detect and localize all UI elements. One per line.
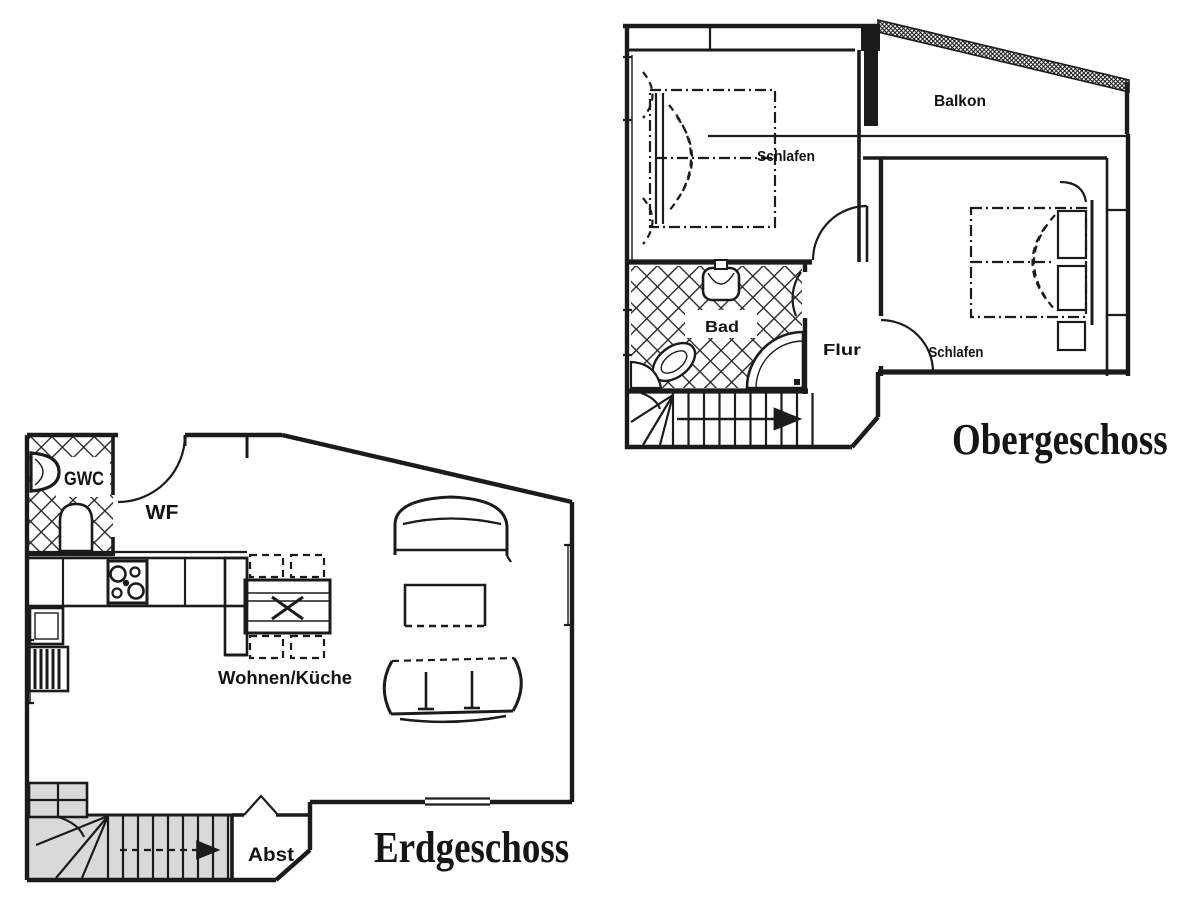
bad-shower bbox=[745, 330, 805, 390]
bad-bidet bbox=[629, 360, 663, 390]
abst-label: Abst bbox=[248, 845, 295, 866]
og-outer-walls bbox=[623, 23, 880, 449]
eg-dining bbox=[243, 553, 332, 660]
og-right-wall bbox=[863, 134, 1131, 376]
bad-sink bbox=[701, 259, 741, 302]
eg-stair-fill bbox=[29, 783, 232, 878]
balkon-label: Balkon bbox=[934, 93, 986, 110]
obergeschoss-plan: Balkon bbox=[623, 18, 1131, 450]
gwc-label: GWC bbox=[64, 469, 104, 490]
kitchen-sink-unit bbox=[28, 606, 65, 646]
eg-abst: Abst bbox=[232, 794, 310, 866]
eg-kitchen bbox=[25, 550, 249, 693]
wohnen-kueche-label: Wohnen/Küche bbox=[218, 668, 352, 688]
eg-stairs bbox=[27, 781, 234, 879]
erdgeschoss-plan: GWC WF bbox=[24, 432, 575, 883]
og-schlafen-right: Schlafen bbox=[929, 180, 1094, 361]
obergeschoss-title: Obergeschoss bbox=[952, 415, 1168, 464]
eg-outer-walls bbox=[24, 432, 575, 883]
eg-wf: WF bbox=[146, 437, 249, 524]
og-schlafen-left: Schlafen bbox=[642, 71, 815, 245]
wf-label: WF bbox=[146, 502, 179, 524]
erdgeschoss-title: Erdgeschoss bbox=[374, 823, 570, 872]
eg-entry-door bbox=[117, 434, 187, 504]
og-doors bbox=[791, 204, 935, 374]
og-bad: Bad bbox=[629, 259, 805, 390]
eg-sofa-bottom bbox=[382, 656, 523, 724]
bad-label: Bad bbox=[705, 319, 739, 336]
fridge bbox=[27, 645, 70, 693]
schlafen-right-label: Schlafen bbox=[929, 344, 984, 361]
og-balkon: Balkon bbox=[708, 18, 1130, 138]
eg-coffee-table bbox=[403, 583, 487, 628]
og-stairs bbox=[630, 391, 814, 446]
eg-sofa-top bbox=[393, 495, 512, 563]
schlafen-left-label: Schlafen bbox=[757, 148, 815, 165]
eg-gwc: GWC bbox=[27, 435, 115, 557]
gwc-toilet bbox=[58, 502, 94, 553]
stove bbox=[106, 559, 149, 605]
flur-label: Flur bbox=[823, 342, 861, 359]
